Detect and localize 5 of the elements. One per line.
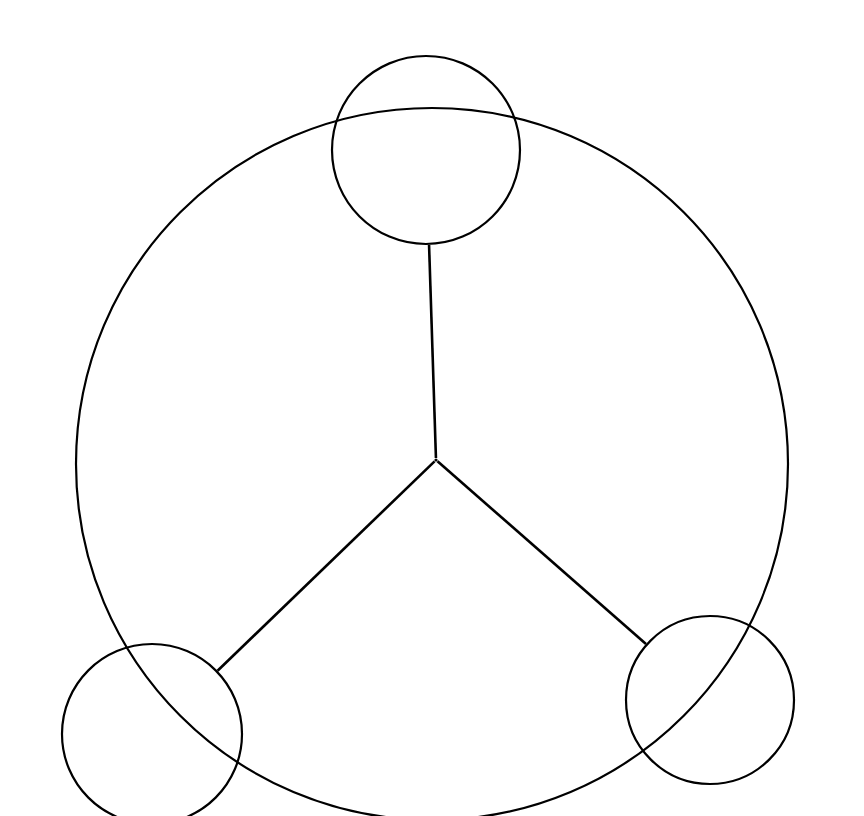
connector-line (427, 245, 438, 459)
small-circle (330, 54, 522, 246)
connector-line (216, 460, 436, 672)
connector-line (436, 460, 647, 645)
small-circle (624, 614, 796, 786)
